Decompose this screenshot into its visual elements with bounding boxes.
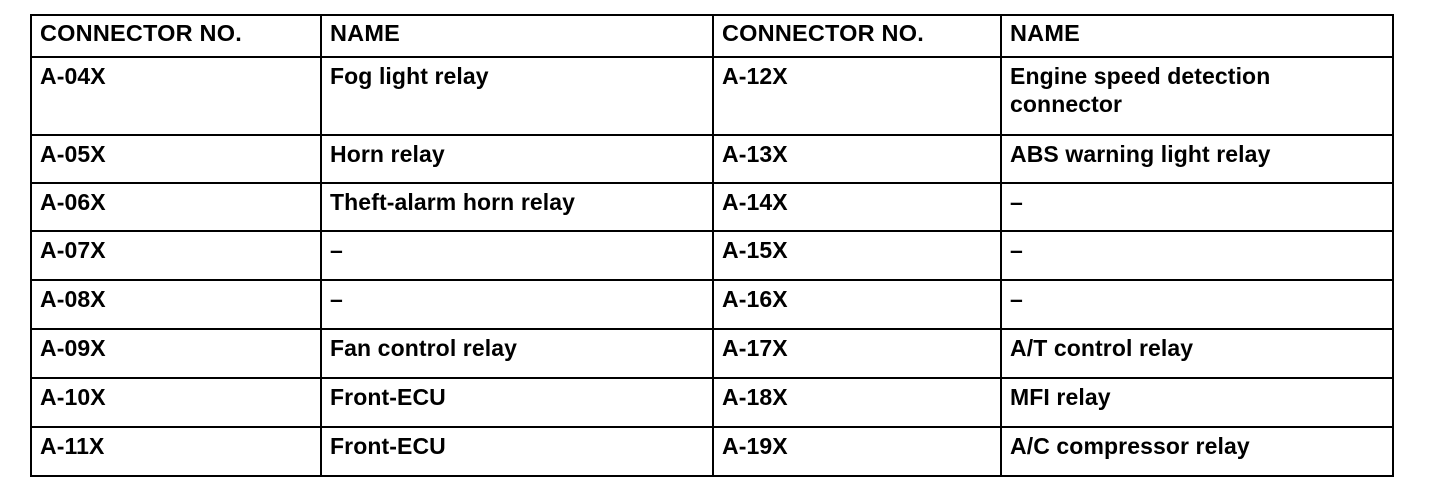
column-header-connector-no-right: CONNECTOR NO. [712,14,1002,58]
cell-name-right: MFI relay [1000,377,1394,428]
cell-connector-no-left: A-09X [30,328,322,379]
connector-reference-table: CONNECTOR NO. NAME CONNECTOR NO. NAME A-… [30,14,1394,477]
cell-name-left: – [320,230,714,281]
cell-name-right: A/C compressor relay [1000,426,1394,477]
cell-connector-no-left: A-10X [30,377,322,428]
cell-connector-no-right: A-18X [712,377,1002,428]
cell-name-right: – [1000,279,1394,330]
cell-connector-no-right: A-15X [712,230,1002,281]
table-header-row: CONNECTOR NO. NAME CONNECTOR NO. NAME [30,14,1394,58]
cell-name-right: – [1000,182,1394,232]
cell-name-right: A/T control relay [1000,328,1394,379]
cell-name-left: Theft-alarm horn relay [320,182,714,232]
column-header-name-left: NAME [320,14,714,58]
connector-table-container: CONNECTOR NO. NAME CONNECTOR NO. NAME A-… [30,14,1394,477]
cell-name-left: Fog light relay [320,56,714,136]
cell-connector-no-right: A-16X [712,279,1002,330]
column-header-name-right: NAME [1000,14,1394,58]
cell-connector-no-left: A-06X [30,182,322,232]
cell-connector-no-right: A-19X [712,426,1002,477]
cell-connector-no-right: A-13X [712,134,1002,184]
column-header-connector-no-left: CONNECTOR NO. [30,14,322,58]
cell-connector-no-left: A-08X [30,279,322,330]
table-header: CONNECTOR NO. NAME CONNECTOR NO. NAME [30,14,1394,58]
cell-name-right: – [1000,230,1394,281]
cell-name-left: Front-ECU [320,377,714,428]
page-root: CONNECTOR NO. NAME CONNECTOR NO. NAME A-… [30,14,1394,477]
cell-connector-no-left: A-05X [30,134,322,184]
cell-connector-no-left: A-04X [30,56,322,136]
cell-name-left: – [320,279,714,330]
cell-name-left: Front-ECU [320,426,714,477]
cell-name-left: Horn relay [320,134,714,184]
cell-name-right: ABS warning light relay [1000,134,1394,184]
cell-connector-no-left: A-11X [30,426,322,477]
table-row: A-07X–A-15X– [30,230,1394,281]
cell-connector-no-left: A-07X [30,230,322,281]
cell-name-left: Fan control relay [320,328,714,379]
cell-connector-no-right: A-14X [712,182,1002,232]
cell-connector-no-right: A-12X [712,56,1002,136]
table-row: A-08X–A-16X– [30,279,1394,330]
cell-name-right: Engine speed detection connector [1000,56,1394,136]
cell-connector-no-right: A-17X [712,328,1002,379]
